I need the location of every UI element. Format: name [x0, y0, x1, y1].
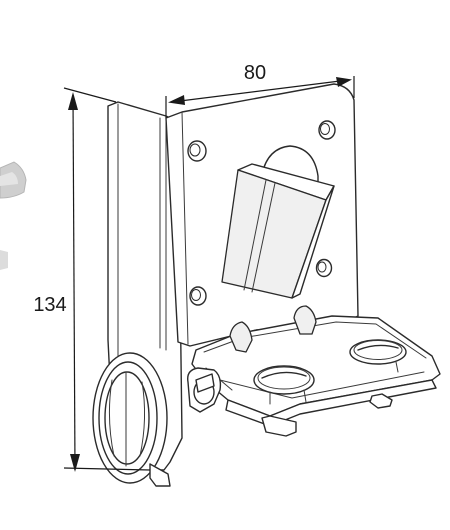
- height-dimension: 134: [33, 87, 151, 472]
- width-dimension-label: 80: [244, 62, 266, 84]
- mounting-holes: [187, 120, 336, 306]
- width-dimension: 80: [165, 62, 355, 118]
- roller-eye: [92, 352, 171, 487]
- partial-object-left-edge: [0, 161, 27, 270]
- tray-screws: [253, 339, 407, 405]
- bracket-body: [92, 83, 441, 487]
- height-dimension-label: 134: [33, 294, 66, 316]
- center-block: [221, 163, 335, 299]
- shelf-tray: [187, 305, 441, 437]
